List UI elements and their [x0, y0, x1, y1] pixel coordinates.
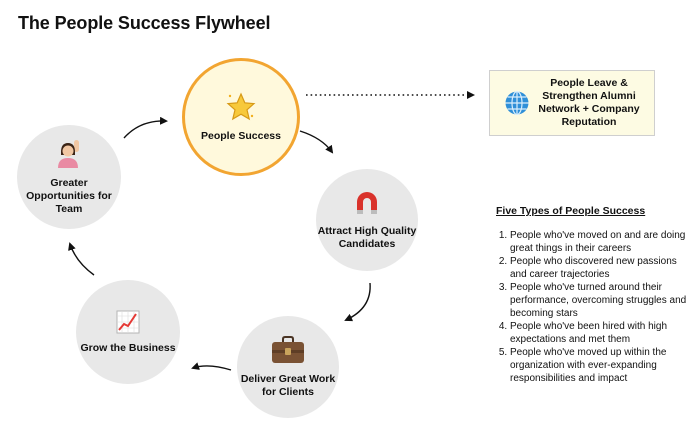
node-greater-opportunities: Greater Opportunities for Team	[17, 125, 121, 229]
list-item: People who discovered new passions and c…	[510, 255, 692, 281]
outcome-box: People Leave & Strengthen Alumni Network…	[489, 70, 655, 136]
magnet-icon	[353, 189, 381, 217]
node-grow-business: Grow the Business	[76, 280, 180, 384]
types-heading: Five Types of People Success	[496, 205, 646, 217]
chart-increasing-icon	[116, 310, 140, 334]
arrow-greater-to-success	[123, 116, 168, 139]
types-section: Five Types of People Success People who'…	[496, 205, 692, 385]
node-label: Grow the Business	[80, 341, 176, 354]
briefcase-icon	[271, 335, 305, 365]
node-label: Attract High Quality Candidates	[317, 225, 417, 250]
star-icon	[226, 91, 256, 122]
node-deliver-work: Deliver Great Work for Clients	[237, 316, 339, 418]
arrow-grow-to-greater	[68, 242, 95, 276]
page-title: The People Success Flywheel	[18, 13, 271, 33]
node-label: People Success	[201, 129, 281, 142]
node-label: Deliver Great Work for Clients	[240, 373, 336, 398]
node-people-success: People Success	[182, 58, 300, 176]
outcome-label: People Leave & Strengthen Alumni Network…	[538, 77, 640, 128]
list-item: People who've moved up within the organi…	[510, 346, 692, 385]
node-label: Greater Opportunities for Team	[26, 176, 112, 215]
types-list: People who've moved on and are doing gre…	[496, 229, 692, 385]
list-item: People who've turned around their perfor…	[510, 281, 692, 320]
globe-icon	[504, 90, 530, 116]
arrow-success-to-attract	[299, 130, 334, 154]
list-item: People who've been hired with high expec…	[510, 320, 692, 346]
arrow-deliver-to-grow	[191, 362, 232, 371]
arrow-attract-to-deliver	[344, 282, 371, 322]
person-raising-hand-icon	[54, 139, 84, 169]
node-attract-candidates: Attract High Quality Candidates	[316, 169, 418, 271]
list-item: People who've moved on and are doing gre…	[510, 229, 692, 255]
